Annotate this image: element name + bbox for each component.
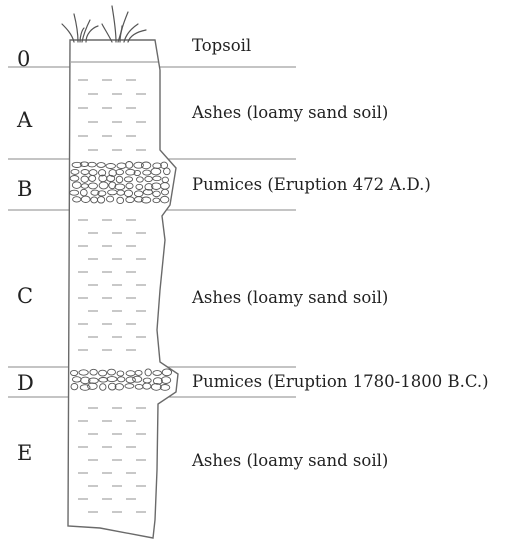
pumice-pebble — [87, 161, 97, 168]
pumice-pebble — [107, 368, 116, 376]
pumice-pebble — [125, 168, 136, 176]
pumice-pebble — [160, 376, 172, 384]
pumice-pebble — [150, 383, 162, 391]
pumice-pebble — [69, 175, 80, 182]
pumice-pebble — [105, 163, 116, 169]
pumice-pebble — [80, 376, 91, 385]
pumice-pebble — [89, 368, 98, 376]
pumice-pebble — [98, 169, 107, 177]
pumice-pebble — [135, 183, 144, 190]
pumice-pebble — [115, 175, 124, 184]
pumice-layer-b — [69, 161, 171, 205]
pumice-pebble — [150, 167, 162, 176]
pumice-pebble — [97, 196, 106, 204]
pumice-pebble — [116, 370, 125, 377]
pumice-pebble — [69, 189, 80, 196]
layer-description-e: Ashes (loamy sand soil) — [192, 451, 389, 470]
pumice-pebble — [80, 195, 91, 203]
pumice-pebble — [152, 377, 163, 385]
grass-icon — [61, 5, 147, 43]
pumice-pebble — [79, 161, 89, 167]
layer-letter-b: B — [17, 177, 33, 201]
layer-letter-c: C — [17, 284, 34, 308]
pumice-pebble — [142, 188, 153, 196]
layer-letter-d: D — [17, 371, 34, 395]
pumice-pebble — [88, 182, 98, 190]
pumice-pebble — [71, 161, 83, 168]
pumice-pebble — [114, 383, 124, 391]
layer-letter-0: 0 — [17, 47, 31, 71]
layer-description-a: Ashes (loamy sand soil) — [192, 103, 389, 122]
layer-description-b: Pumices (Eruption 472 A.D.) — [192, 175, 431, 194]
layer-description-0: Topsoil — [192, 36, 252, 55]
pumice-pebble — [124, 383, 135, 389]
pumice-pebble — [161, 188, 169, 196]
pumice-pebble — [133, 169, 141, 177]
pumice-pebble — [79, 188, 88, 197]
pumice-pebble — [107, 382, 117, 391]
soil-column-outline — [67, 39, 179, 539]
pumice-pebble — [70, 369, 79, 377]
pumice-pebble — [163, 167, 171, 176]
pumice-layer-d — [70, 368, 173, 391]
pumice-pebble — [96, 162, 106, 168]
pumice-pebble — [159, 384, 171, 391]
pumice-pebble — [132, 375, 143, 383]
pumice-pebble — [134, 369, 143, 376]
pumice-pebble — [142, 382, 152, 390]
pumice-pebble — [152, 197, 161, 204]
pumice-pebble — [98, 369, 108, 377]
layer-description-d: Pumices (Eruption 1780-1800 B.C.) — [192, 372, 489, 391]
pumice-pebble — [99, 383, 107, 391]
pumice-pebble — [136, 176, 144, 183]
pumice-pebble — [90, 189, 100, 196]
pumice-pebble — [152, 370, 163, 376]
pumice-pebble — [161, 368, 173, 377]
pumice-pebble — [140, 196, 152, 204]
pumice-pebble — [152, 175, 162, 182]
pumice-pebble — [79, 384, 91, 391]
pumice-pebble — [106, 174, 116, 182]
pumice-pebble — [72, 196, 82, 203]
pumice-pebble — [125, 161, 134, 169]
ash-texture — [78, 79, 146, 513]
pumice-pebble — [98, 377, 109, 383]
pumice-pebble — [133, 161, 144, 169]
pumice-pebble — [134, 196, 144, 203]
pumice-pebble — [97, 190, 107, 197]
pumice-pebble — [144, 183, 154, 191]
pumice-pebble — [125, 182, 134, 190]
layer-description-c: Ashes (loamy sand soil) — [192, 288, 389, 307]
pumice-pebble — [140, 161, 152, 170]
pumice-pebble — [87, 382, 98, 390]
pumice-pebble — [123, 176, 134, 183]
pumice-pebble — [144, 368, 152, 377]
pumice-pebble — [160, 195, 170, 204]
pumice-pebble — [70, 168, 80, 175]
pumice-pebble — [152, 190, 161, 198]
pumice-pebble — [125, 376, 136, 384]
layer-letter-a: A — [17, 108, 33, 132]
pumice-pebble — [116, 196, 125, 205]
pumice-pebble — [78, 369, 89, 376]
pumice-pebble — [115, 168, 124, 176]
pumice-pebble — [88, 174, 97, 182]
pumice-pebble — [98, 181, 109, 190]
pumice-pebble — [70, 382, 79, 391]
pumice-pebble — [106, 376, 118, 383]
pumice-pebble — [106, 195, 115, 203]
pumice-pebble — [117, 376, 126, 383]
layer-letter-e: E — [17, 441, 33, 465]
